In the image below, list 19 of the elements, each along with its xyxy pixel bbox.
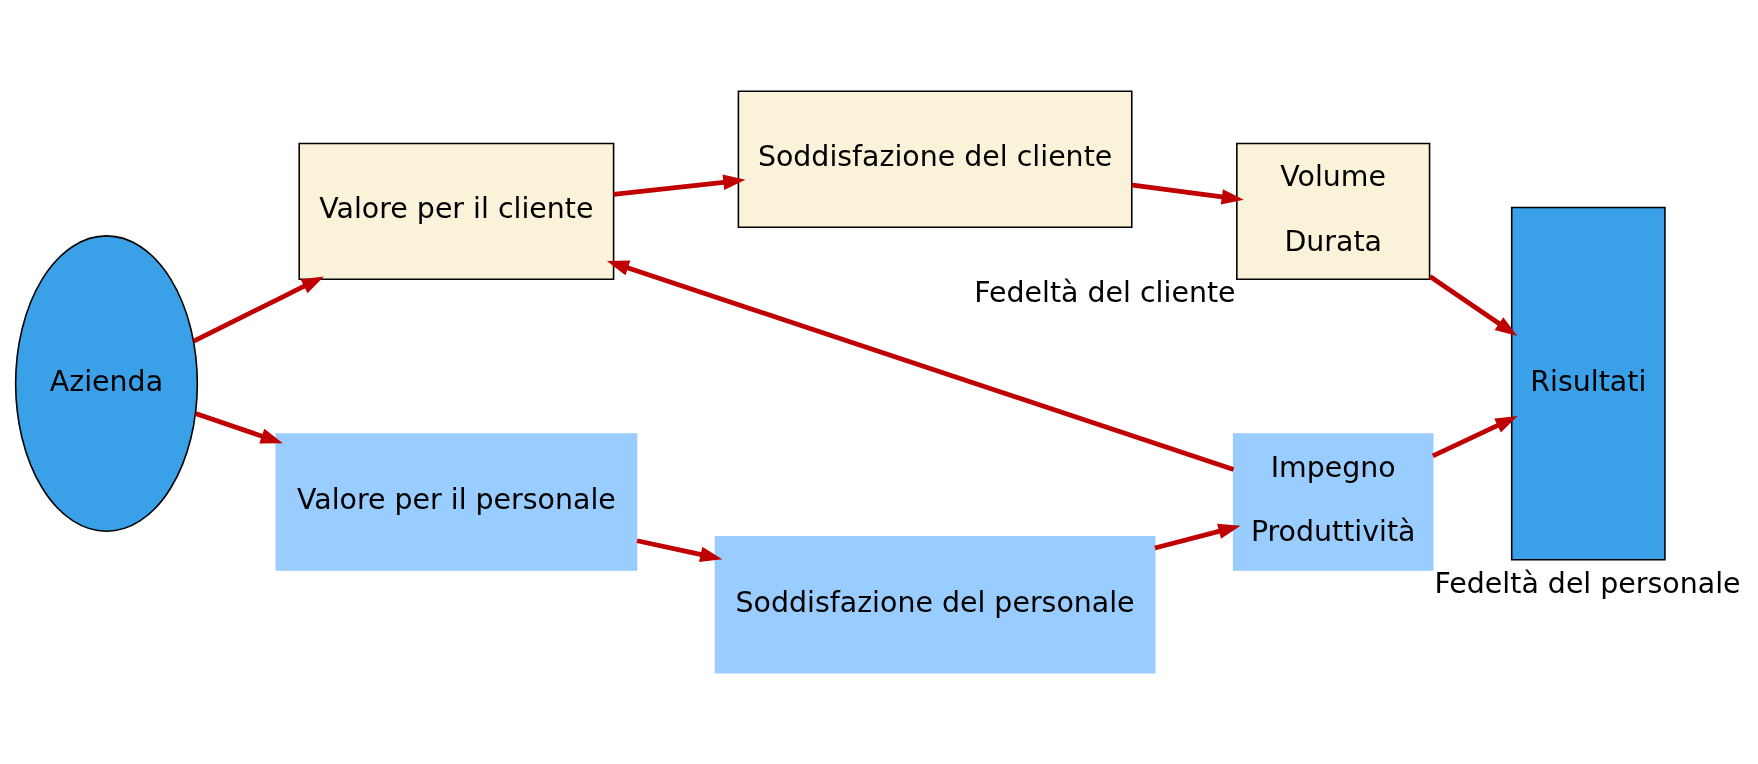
node-label: Fedeltà del personale [1434,566,1741,600]
node-box: Soddisfazione del personale [714,536,1156,674]
node-label: Fedeltà del cliente [974,276,1236,310]
arrow [606,260,1235,472]
node-box: Valore per il personale [275,433,638,571]
arrow [192,276,324,344]
node-box: Impegno Produttività [1232,433,1434,571]
arrow [194,411,283,444]
arrow [1431,416,1518,459]
arrow [1131,182,1244,205]
arrow [636,538,723,563]
arrow [613,174,746,197]
node-ellipse: Azienda [14,235,199,533]
node-box: Volume Durata [1236,142,1431,281]
node-box: Soddisfazione del cliente [737,90,1133,228]
node-box: Risultati [1510,206,1666,561]
node-box: Valore per il cliente [298,142,615,281]
arrow [1428,274,1518,337]
arrow [1154,523,1241,551]
